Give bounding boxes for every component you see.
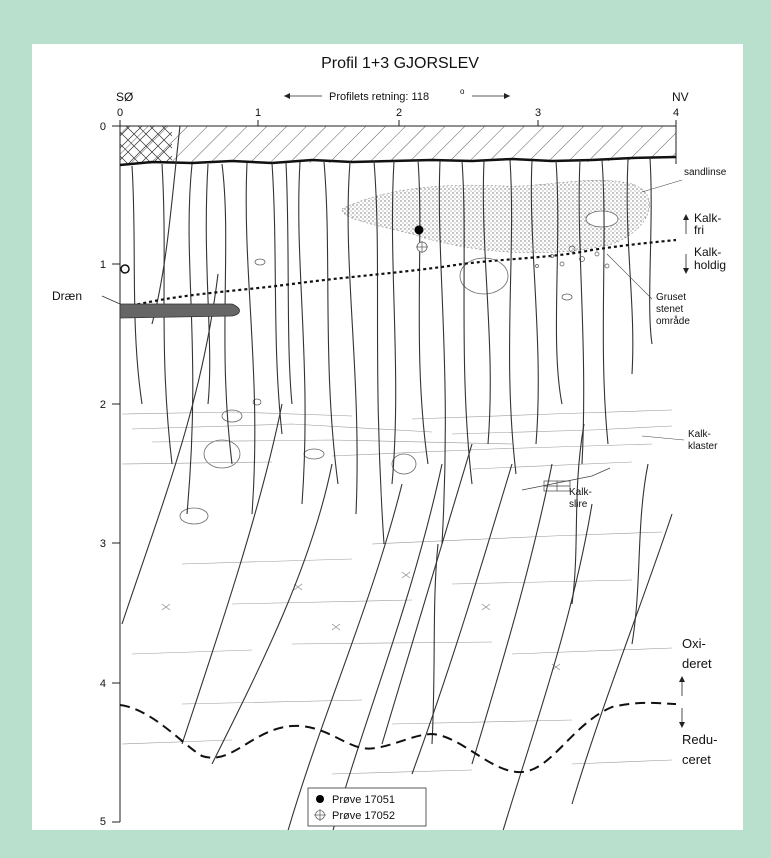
label-draen: Dræn (52, 289, 82, 303)
kalk-boundary-arrows-icon (683, 214, 689, 274)
label-sandlinse: sandlinse (684, 167, 727, 178)
degree-mark: o (460, 87, 465, 96)
label-kalkslire-2: slire (569, 499, 588, 510)
direction-right-label: NV (672, 90, 689, 104)
label-kalk-holdig-1: Kalk- (694, 245, 721, 259)
sample-17052-marker (416, 241, 428, 253)
stones (180, 211, 618, 524)
y-tick: 4 (100, 678, 106, 690)
label-gruset-1: Gruset (656, 292, 686, 303)
x-tick: 1 (255, 107, 261, 119)
cross-marks (162, 572, 560, 670)
drain (102, 265, 240, 318)
y-tick: 5 (100, 816, 106, 828)
sample-17051-marker (415, 226, 424, 235)
direction-left-arrow-icon (284, 93, 322, 99)
label-kalk-fri-2: fri (694, 223, 704, 237)
crosshatch-patch (120, 126, 172, 165)
figure-panel: Profil 1+3 GJORSLEV SØ NV Profilets retn… (32, 44, 743, 830)
direction-text: Profilets retning: 118 (329, 91, 429, 103)
legend-label: Prøve 17052 (332, 810, 395, 822)
direction-left-label: SØ (116, 90, 133, 104)
x-tick: 3 (535, 107, 541, 119)
y-tick: 2 (100, 399, 106, 411)
label-reduceret-2: ceret (682, 752, 711, 767)
y-tick: 1 (100, 259, 106, 271)
legend-label: Prøve 17051 (332, 794, 395, 806)
y-tick: 3 (100, 538, 106, 550)
redox-boundary (120, 703, 676, 772)
label-gruset-3: område (656, 315, 690, 327)
label-kalk-holdig-2: holdig (694, 258, 726, 272)
y-tick: 0 (100, 121, 106, 133)
page-title: Profil 1+3 GJORSLEV (321, 55, 479, 72)
label-oxideret-2: deret (682, 656, 712, 671)
label-kalkslire-1: Kalk- (569, 487, 592, 498)
x-tick: 4 (673, 107, 679, 119)
legend: Prøve 17051 Prøve 17052 (308, 788, 426, 826)
label-gruset-2: stenet (656, 304, 683, 315)
direction-right-arrow-icon (472, 93, 510, 99)
label-kalkklaster-1: Kalk- (688, 429, 711, 440)
decalcification-boundary (120, 240, 676, 309)
redox-arrows-icon (679, 676, 685, 728)
label-reduceret-1: Redu- (682, 732, 717, 747)
x-tick: 2 (396, 107, 402, 119)
soil-profile-diagram: Profil 1+3 GJORSLEV SØ NV Profilets retn… (32, 44, 743, 830)
label-oxideret-1: Oxi- (682, 636, 706, 651)
legend-filled-circle-icon (316, 795, 324, 803)
x-tick: 0 (117, 107, 123, 119)
chalk-slire (522, 468, 610, 491)
label-kalkklaster-2: klaster (688, 441, 718, 452)
